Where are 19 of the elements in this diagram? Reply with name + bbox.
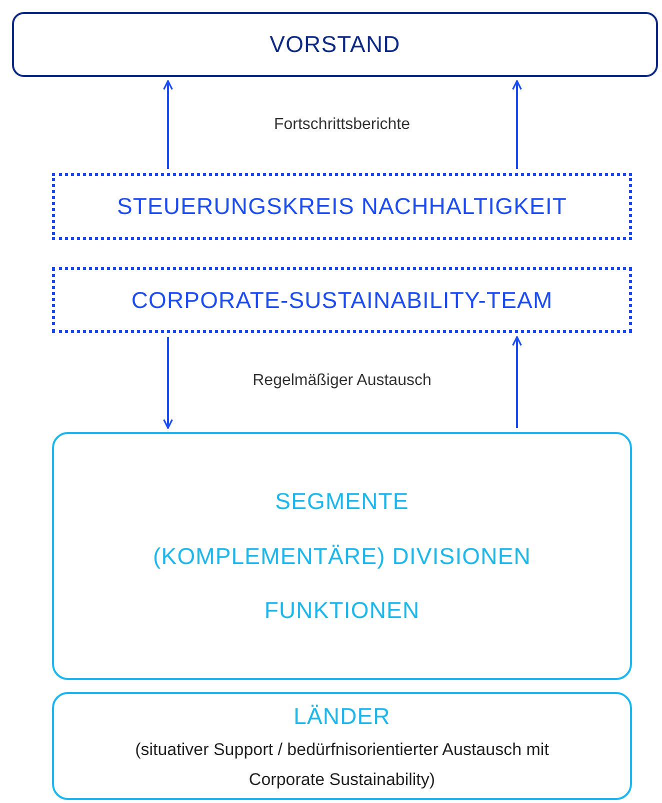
box-title: FUNKTIONEN (264, 596, 420, 626)
box-title: STEUERUNGSKREIS NACHHALTIGKEIT (116, 192, 568, 221)
arrow (163, 80, 173, 169)
arrow (512, 80, 522, 169)
org-box (12, 12, 658, 77)
org-box (52, 173, 632, 240)
arrow (512, 336, 522, 428)
box-title: CORPORATE-SUSTAINABILITY-TEAM (131, 286, 553, 314)
box-title: VORSTAND (270, 30, 400, 59)
box-title: LÄNDER (294, 702, 390, 731)
box-note: (situativer Support / bedürfnisorientierter Austausch mit Corporate Sustainability) (134, 738, 550, 791)
arrow (163, 337, 173, 429)
org-box (52, 692, 632, 800)
flow-label: Fortschrittsberichte (274, 115, 410, 135)
box-title: (KOMPLEMENTÄRE) DIVISIONEN (153, 542, 531, 570)
flow-label: Regelmäßiger Austausch (252, 371, 432, 391)
org-box (52, 432, 632, 680)
box-title: SEGMENTE (275, 486, 409, 516)
org-box (52, 267, 632, 333)
